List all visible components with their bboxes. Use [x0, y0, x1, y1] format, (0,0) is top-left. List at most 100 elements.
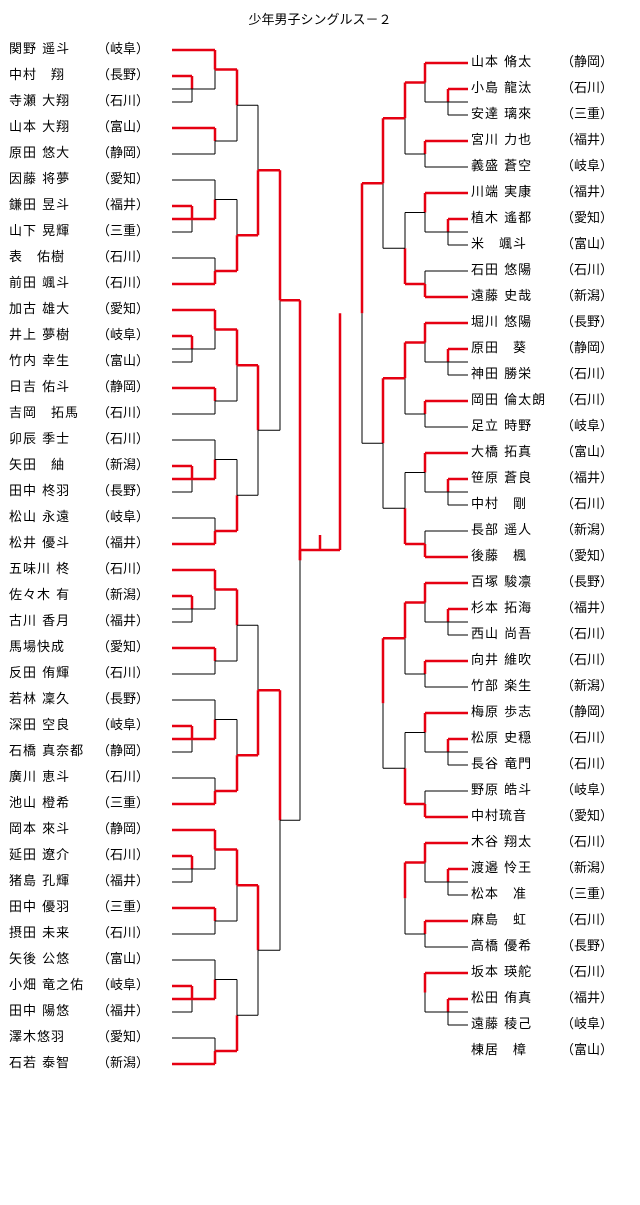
player-name: 堀川 悠陽: [471, 315, 533, 330]
player-row: 梅原 歩志（静岡）: [471, 703, 631, 723]
player-name: 長部 遥人: [471, 523, 533, 538]
player-name: 山下 晃輝: [9, 224, 71, 239]
player-name: 猪島 孔輝: [9, 874, 71, 889]
player-prefecture: （石川）: [97, 406, 150, 421]
player-row: 遠藤 史哉（新潟）: [471, 287, 631, 307]
player-row: 松本 准（三重）: [471, 885, 631, 905]
player-prefecture: （石川）: [561, 393, 614, 408]
player-row: 堀川 悠陽（長野）: [471, 313, 631, 333]
player-name: 石橋 真奈都: [9, 744, 85, 759]
player-prefecture: （新潟）: [97, 588, 150, 603]
player-name: 池山 橙希: [9, 796, 71, 811]
player-row: 矢後 公悠（富山）: [9, 950, 167, 970]
player-prefecture: （石川）: [97, 276, 150, 291]
player-prefecture: （岐阜）: [97, 510, 150, 525]
player-row: 安達 璃來（三重）: [471, 105, 631, 125]
player-name: 遠藤 稜己: [471, 1017, 533, 1032]
player-prefecture: （長野）: [97, 68, 150, 83]
player-row: 松山 永遠 （岐阜）: [9, 508, 167, 528]
player-name: 高橋 優希: [471, 939, 533, 954]
player-prefecture: （岐阜）: [561, 1017, 614, 1032]
player-name: 向井 維吹: [471, 653, 533, 668]
player-prefecture: （福井）: [561, 133, 614, 148]
player-prefecture: （福井）: [97, 198, 150, 213]
player-row: 竹内 幸生（富山）: [9, 352, 167, 372]
player-row: 五味川 柊（石川）: [9, 560, 167, 580]
player-name: 棟居 樟: [471, 1043, 528, 1058]
player-name: 若林 凜久: [9, 692, 71, 707]
player-name: 加古 雄大: [9, 302, 71, 317]
player-row: 西山 尚吾（石川）: [471, 625, 631, 645]
player-row: 山本 大翔（富山）: [9, 118, 167, 138]
player-prefecture: （富山）: [561, 237, 614, 252]
player-prefecture: （愛知）: [561, 211, 614, 226]
player-name: 梅原 歩志: [471, 705, 533, 720]
player-name: 松田 侑真: [471, 991, 533, 1006]
player-name: 岡田 倫太朗: [471, 393, 547, 408]
player-prefecture: （新潟）: [561, 289, 614, 304]
player-row: 松田 侑真 （福井）: [471, 989, 631, 1009]
player-name: 野原 皓斗: [471, 783, 533, 798]
player-prefecture: （岐阜）: [97, 328, 150, 343]
player-row: 表 佑樹（石川）: [9, 248, 167, 268]
player-prefecture: （富山）: [561, 445, 614, 460]
player-name: 鎌田 昱斗: [9, 198, 71, 213]
player-prefecture: （石川）: [561, 263, 614, 278]
player-row: 足立 時野（岐阜）: [471, 417, 631, 437]
player-name: 杉本 拓海: [471, 601, 533, 616]
player-name: 寺瀬 大翔: [9, 94, 71, 109]
player-name: 松山 永遠: [9, 510, 71, 525]
player-row: 笹原 蒼良（福井）: [471, 469, 631, 489]
player-row: 遠藤 稜己 （岐阜）: [471, 1015, 631, 1035]
player-row: 後藤 楓（愛知）: [471, 547, 631, 567]
player-name: 渡邉 怜王: [471, 861, 533, 876]
player-prefecture: （石川）: [561, 835, 614, 850]
player-row: 中村琉音（愛知）: [471, 807, 631, 827]
player-prefecture: （福井）: [561, 991, 614, 1006]
player-prefecture: （石川）: [97, 666, 150, 681]
player-prefecture: （愛知）: [561, 809, 614, 824]
player-name: 木谷 翔太: [471, 835, 533, 850]
player-row: 川端 実康（福井）: [471, 183, 631, 203]
player-row: 佐々木 有 （新潟）: [9, 586, 167, 606]
player-prefecture: （静岡）: [97, 380, 150, 395]
player-row: 大橋 拓真（富山）: [471, 443, 631, 463]
player-name: 百塚 駿凛: [471, 575, 533, 590]
player-name: 宮川 力也: [471, 133, 533, 148]
player-row: 矢田 紬（新潟）: [9, 456, 167, 476]
player-name: 川端 実康: [471, 185, 533, 200]
player-name: 田中 優羽: [9, 900, 71, 915]
player-prefecture: （福井）: [97, 1004, 150, 1019]
player-prefecture: （静岡）: [561, 341, 614, 356]
player-row: 反田 侑輝（石川）: [9, 664, 167, 684]
player-prefecture: （愛知）: [97, 1030, 150, 1045]
player-row: 日吉 佑斗（静岡）: [9, 378, 167, 398]
player-row: 廣川 恵斗（石川）: [9, 768, 167, 788]
player-prefecture: （三重）: [561, 107, 614, 122]
player-prefecture: （岐阜）: [97, 978, 150, 993]
player-prefecture: （石川）: [97, 94, 150, 109]
player-name: 小島 龍汰: [471, 81, 533, 96]
player-row: 松原 史穏（石川）: [471, 729, 631, 749]
player-name: 佐々木 有: [9, 588, 71, 603]
player-prefecture: （静岡）: [561, 55, 614, 70]
player-row: 加古 雄大（愛知）: [9, 300, 167, 320]
player-prefecture: （岐阜）: [561, 159, 614, 174]
player-name: 小畑 竜之佑: [9, 978, 85, 993]
player-name: 植木 遙都: [471, 211, 533, 226]
player-name: 竹内 幸生: [9, 354, 71, 369]
player-row: 田中 優羽（三重）: [9, 898, 167, 918]
player-row: 石田 悠陽（石川）: [471, 261, 631, 281]
player-prefecture: （長野）: [97, 484, 150, 499]
player-row: 原田 葵（静岡）: [471, 339, 631, 359]
player-name: 田中 陽悠: [9, 1004, 71, 1019]
player-prefecture: （石川）: [561, 913, 614, 928]
player-row: 卯辰 季士（石川）: [9, 430, 167, 450]
player-row: 澤木悠羽（愛知）: [9, 1028, 167, 1048]
player-row: 深田 空良（岐阜）: [9, 716, 167, 736]
player-row: 岡田 倫太朗 （石川）: [471, 391, 631, 411]
player-name: 原田 悠大: [9, 146, 71, 161]
player-row: 宮川 力也 （福井）: [471, 131, 631, 151]
player-prefecture: （長野）: [561, 575, 614, 590]
